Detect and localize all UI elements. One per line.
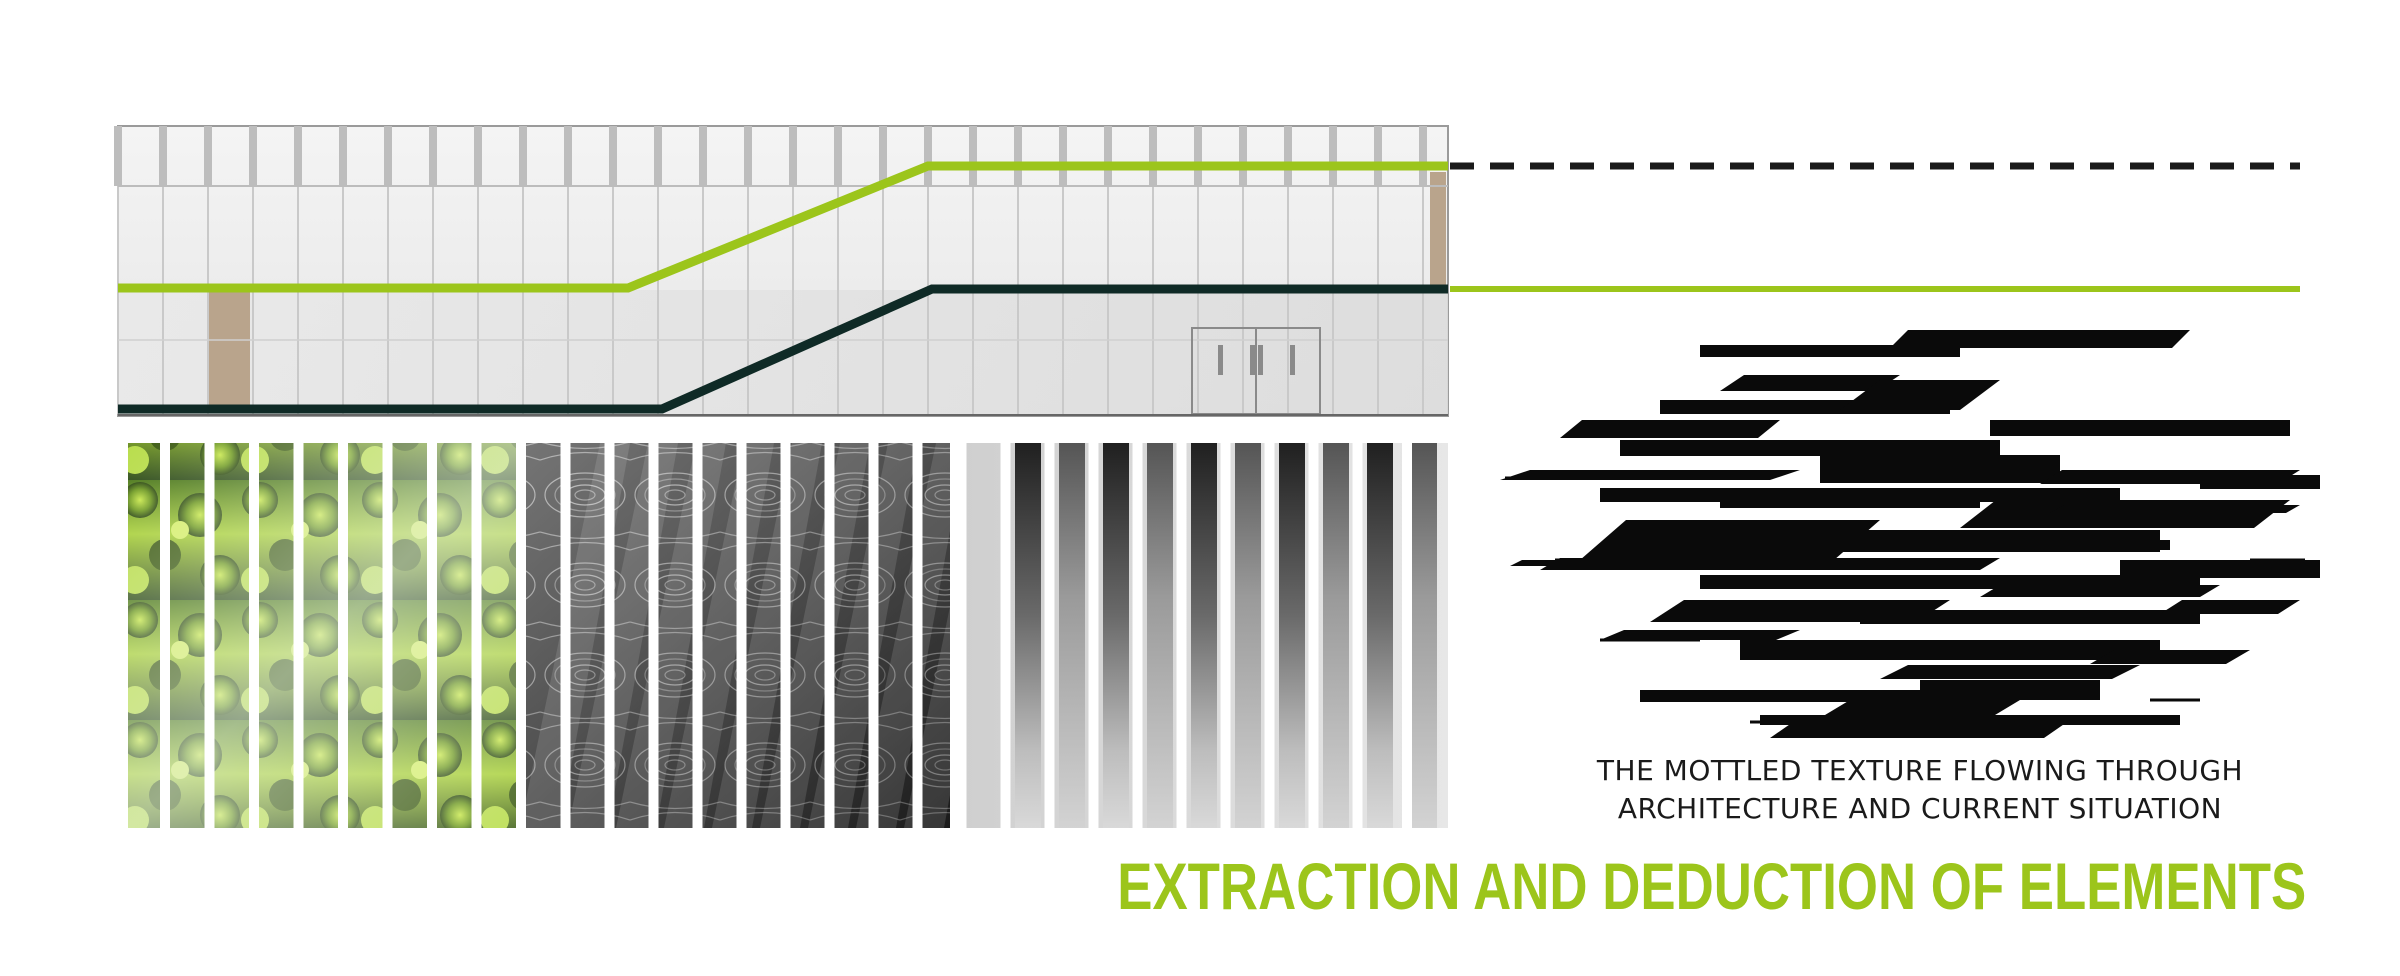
flow-bar: [1920, 680, 2100, 700]
flow-bar: [1980, 585, 2220, 597]
flow-bar: [1820, 455, 2060, 483]
flow-bar: [1820, 700, 2020, 718]
flow-bar: [1720, 375, 1900, 391]
entrance-doors: [1191, 327, 1321, 415]
gradient-strip-icon: [963, 443, 1448, 828]
flow-bar: [1700, 345, 1960, 357]
flow-bar: [1560, 420, 1780, 438]
flow-bar: [1860, 610, 2200, 624]
caption-line-2: ARCHITECTURE AND CURRENT SITUATION: [1617, 792, 2223, 825]
dark-floor-line: [118, 284, 1448, 414]
facade-elevation: [114, 125, 1449, 417]
flow-bar: [1880, 665, 2140, 679]
strip-gaps: [160, 443, 1412, 828]
page-title: EXTRACTION AND DEDUCTION OF ELEMENTS: [1117, 849, 2306, 923]
green-floor-line: [118, 161, 1448, 293]
facade-mullions: [114, 126, 1448, 414]
flow-bar: [1950, 540, 2170, 550]
flow-bar: [1600, 630, 1800, 640]
flow-bar: [1740, 640, 2160, 660]
flow-bar: [2120, 560, 2320, 578]
flow-bar: [1990, 420, 2290, 436]
flow-bar: [1600, 488, 2120, 502]
flow-bar: [2090, 650, 2250, 664]
forest-strip-icon: [128, 443, 526, 828]
abstract-flow-graphic: [1500, 330, 2320, 738]
caption-line-1: THE MOTTLED TEXTURE FLOWING THROUGH: [1596, 754, 2244, 787]
flow-bar: [1720, 500, 1980, 508]
wood-panel-left: [208, 285, 250, 410]
flow-bar: [1640, 690, 1940, 702]
flow-bar: [2050, 505, 2300, 513]
flow-bar: [2160, 600, 2300, 614]
flow-bar: [1620, 440, 2000, 456]
flow-bar: [1960, 500, 2290, 528]
flow-bar: [1770, 720, 2070, 738]
wood-panel-right: [1430, 172, 1446, 287]
flow-bar: [1840, 380, 2000, 410]
wood-grain-strip-icon: [520, 443, 1014, 828]
